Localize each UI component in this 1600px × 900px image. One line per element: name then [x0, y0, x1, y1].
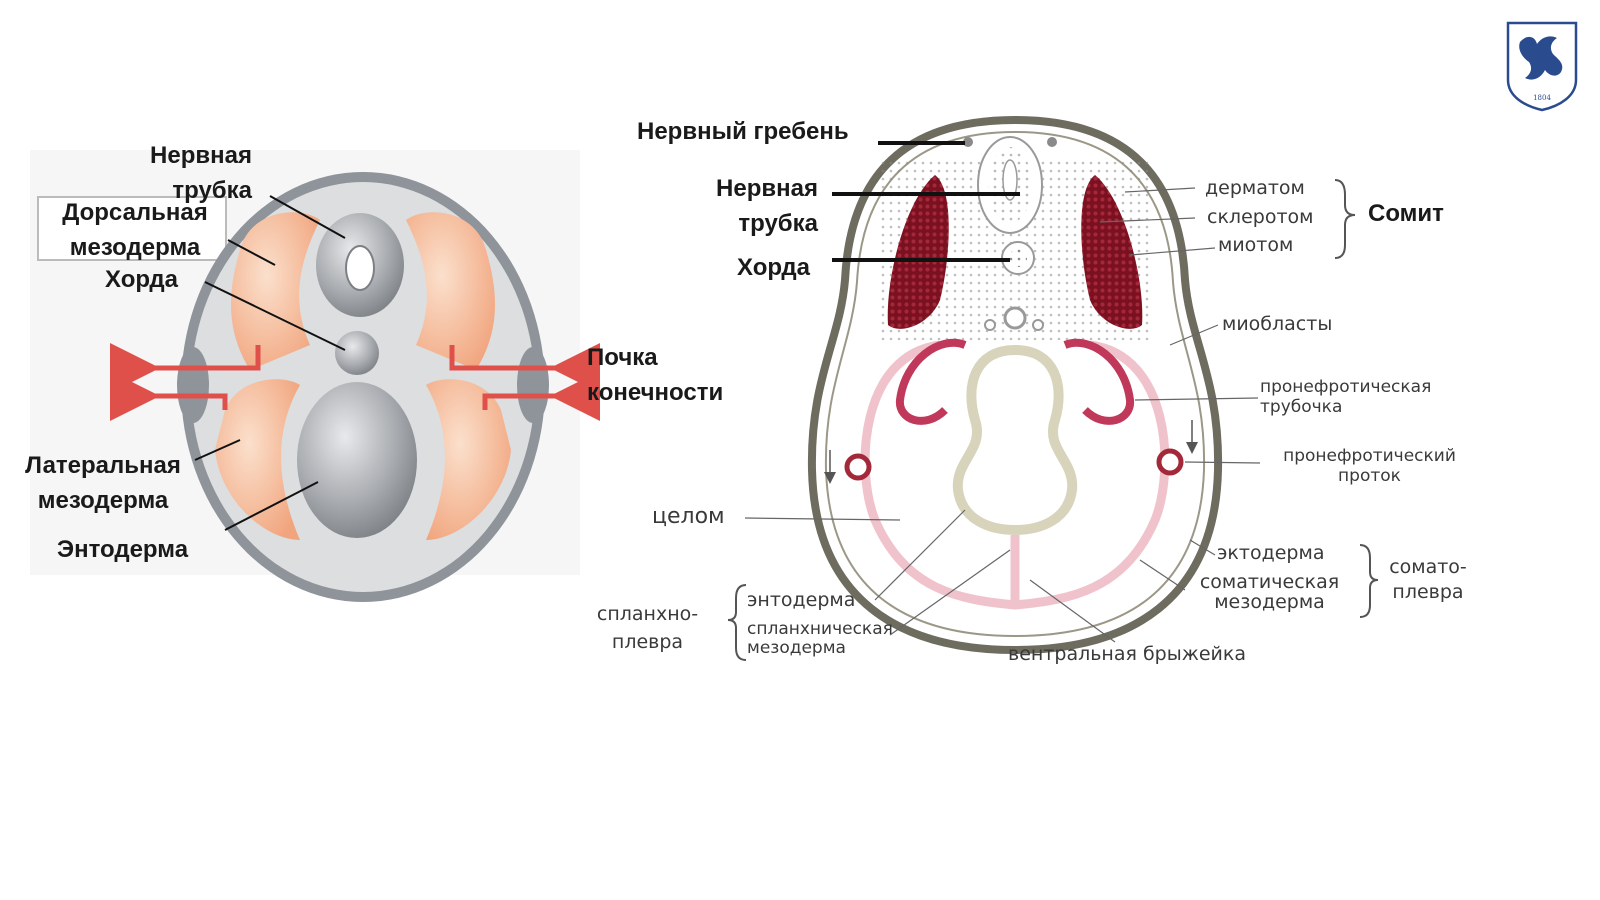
aorta-left [984, 319, 996, 331]
aorta-middle [1003, 306, 1027, 330]
notochord-shape [335, 331, 379, 375]
thick-pointers [832, 141, 1020, 262]
label-coelom: целом [652, 504, 725, 529]
right-leader-lines [744, 187, 1261, 643]
university-logo: 1804 [1505, 20, 1579, 112]
label-pronephric-tubule: пронефротическая трубочка [1260, 377, 1432, 417]
label-ectoderm: эктодерма [1217, 542, 1325, 564]
limb-arrow-left-lower [110, 371, 228, 421]
label-pronephric-duct: пронефротический проток [1283, 446, 1456, 486]
neural-canal-right [1002, 159, 1018, 201]
label-myotome: миотом [1218, 234, 1294, 256]
right-label-neural-crest: Нервный гребень [637, 118, 849, 145]
logo-year: 1804 [1533, 94, 1551, 102]
dragon-icon [1519, 36, 1563, 80]
endoderm-gut-right [952, 344, 1078, 536]
left-label-notochord: Хорда [105, 266, 178, 293]
lateral-mesoderm-left [215, 379, 300, 540]
neural-canal [345, 245, 375, 291]
aorta-right [1032, 319, 1044, 331]
shield-icon [1506, 21, 1578, 112]
right-label-neural-tube: Нервная трубка [716, 175, 818, 237]
pronephric-duct-left [844, 453, 872, 481]
somite-left [887, 175, 949, 329]
pronephric-tubule-right [1063, 338, 1134, 425]
left-label-limb-bud: Почка конечности [587, 344, 724, 406]
endoderm-gut [297, 382, 417, 538]
inner-wall [824, 130, 1206, 638]
neural-crest-right [1047, 137, 1057, 147]
brace-somite [1334, 179, 1356, 259]
dorsal-mesoderm-left [230, 212, 320, 370]
label-splanchnic-mesoderm: спланхническая мезодерма [747, 619, 893, 658]
right-embryo-section [727, 115, 1379, 661]
left-label-lateral-mesoderm: Латеральная мезодерма [25, 452, 181, 514]
right-label-somite: Сомит [1368, 200, 1444, 227]
limb-arrow-left-upper [110, 343, 261, 393]
label-endoderm-right: энтодерма [747, 589, 856, 611]
label-dermatome: дерматом [1205, 177, 1305, 199]
dorsal-mesoderm-right [406, 212, 496, 370]
limb-arrow-right-upper [449, 343, 600, 393]
notochord-cells [1009, 249, 1027, 267]
label-splanchnopleure: спланхно- плевра [596, 603, 699, 653]
left-leader-lines [194, 195, 346, 531]
left-label-endoderm: Энтодерма [57, 536, 189, 563]
left-label-neural-tube: Нервная трубка [150, 142, 252, 204]
pronephric-duct-right [1156, 448, 1184, 476]
label-ventral-mesentery: вентральная брыжейка [1008, 643, 1247, 665]
neural-crest-left [963, 137, 973, 147]
left-embryo-section [30, 150, 600, 602]
brace-somatopleure [1359, 544, 1379, 618]
left-limb-bulge [177, 347, 209, 423]
right-label-notochord: Хорда [737, 254, 810, 281]
brace-splanchnopleure [727, 584, 747, 661]
pronephric-tubule-left [896, 338, 967, 425]
label-box [37, 196, 227, 261]
label-somatopleure: сомато- плевра [1389, 556, 1467, 603]
label-sclerotome: склеротом [1207, 206, 1314, 228]
label-myoblasts: миобласты [1222, 313, 1333, 335]
limb-arrow-right-lower [482, 371, 600, 421]
lateral-mesoderm-right [426, 379, 511, 540]
left-label-dorsal-mesoderm: Дорсальная мезодерма [62, 199, 208, 261]
somite-right [1081, 175, 1143, 329]
right-limb-bulge [517, 347, 549, 423]
label-somatic-mesoderm: соматическая мезодерма [1199, 571, 1340, 613]
